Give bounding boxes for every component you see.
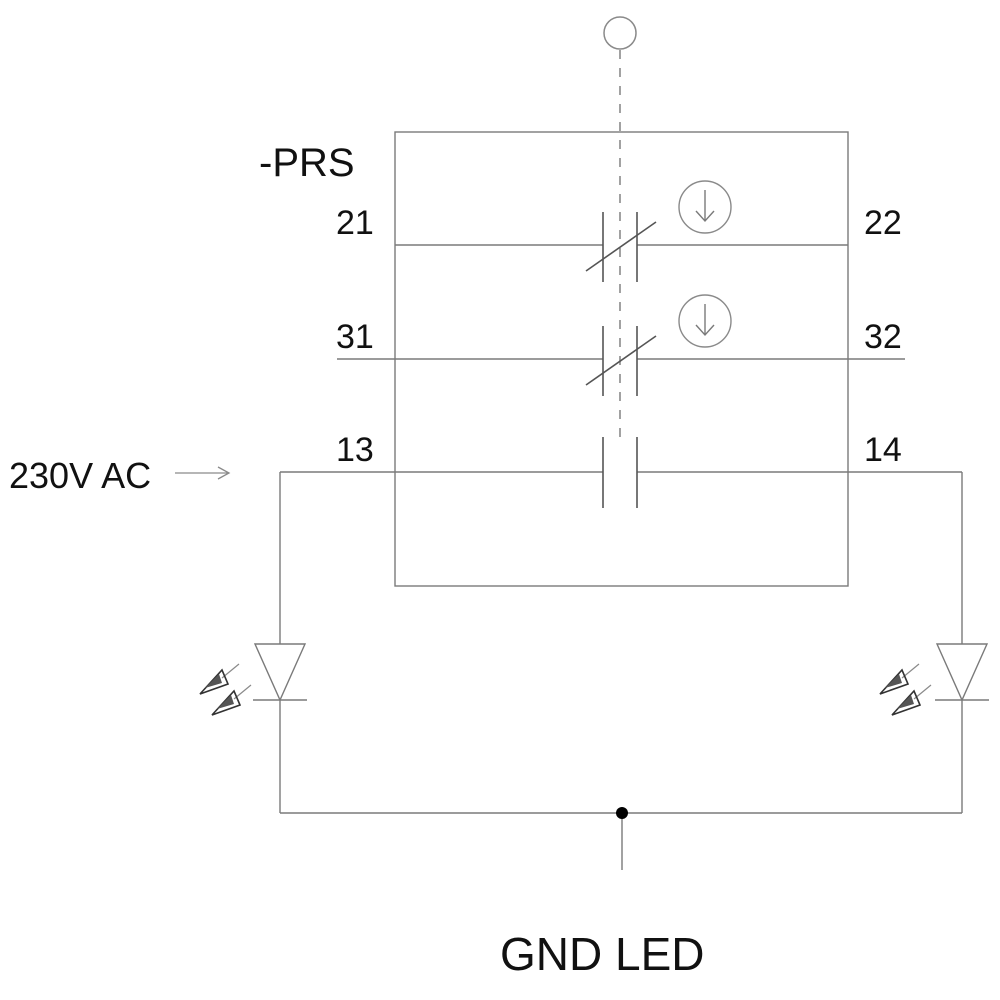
terminal-22: 22 — [864, 204, 902, 242]
led-diode-icon — [253, 643, 307, 702]
device-tag: -PRS — [259, 141, 355, 185]
contact-31-32 — [337, 326, 905, 396]
terminal-32: 32 — [864, 318, 902, 356]
terminal-31: 31 — [336, 318, 374, 356]
junction-dot-icon — [616, 807, 628, 819]
terminal-14: 14 — [864, 431, 902, 469]
arrow-right-icon — [175, 466, 231, 480]
terminal-21: 21 — [336, 204, 374, 242]
positive-opening-arrow-icon — [678, 180, 732, 234]
contact-21-22 — [395, 212, 848, 282]
supply-label: 230V AC — [9, 455, 151, 496]
actuator-circle-icon — [603, 16, 637, 50]
contact-13-14 — [280, 437, 962, 508]
positive-opening-arrow-icon — [678, 294, 732, 348]
ground-label: GND LED — [500, 928, 704, 980]
light-emission-arrows-icon — [199, 663, 252, 716]
terminal-13: 13 — [336, 431, 374, 469]
led-diode-icon — [935, 643, 989, 702]
light-emission-arrows-icon — [879, 663, 932, 716]
